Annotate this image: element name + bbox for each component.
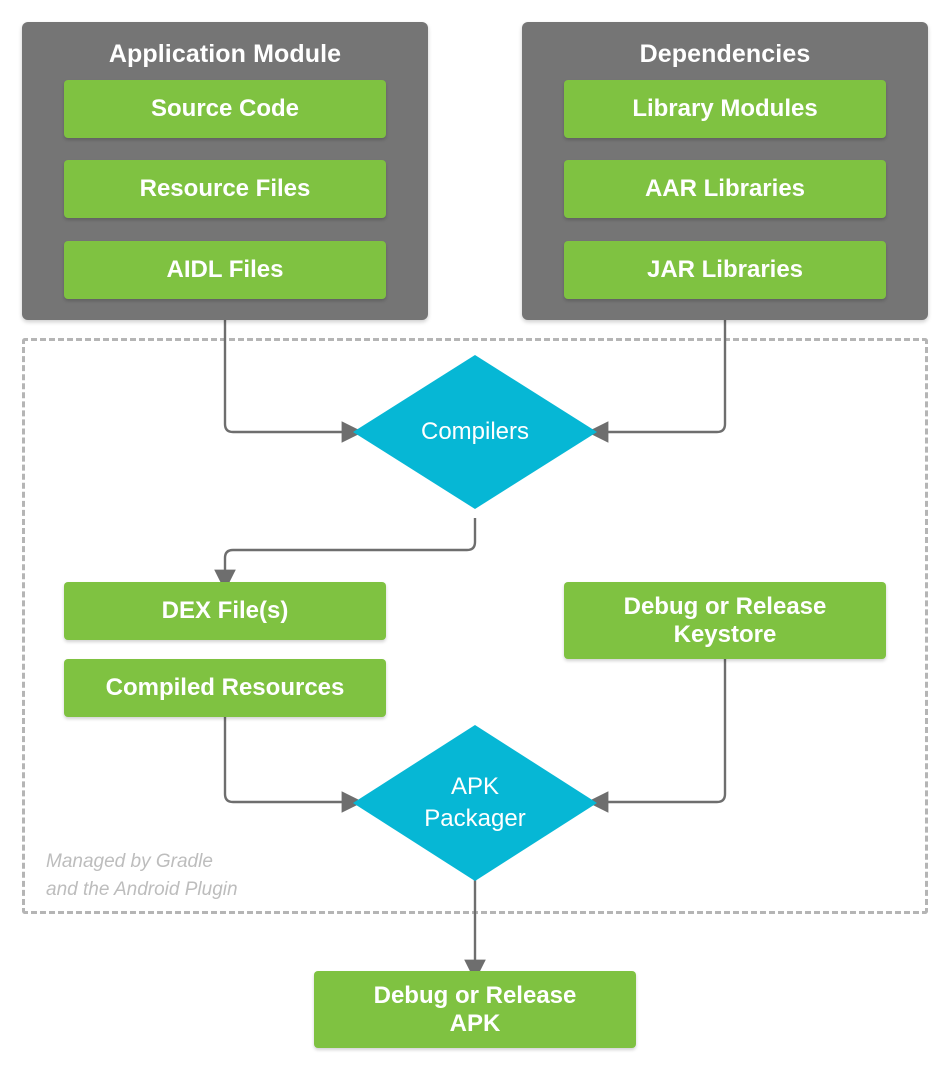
compilers-label: Compilers — [420, 417, 530, 445]
item-source-code[interactable]: Source Code — [64, 80, 386, 138]
item-resource-files[interactable]: Resource Files — [64, 160, 386, 218]
apk-packager-label: APK Packager — [424, 772, 526, 832]
group-dependencies-title: Dependencies — [639, 40, 811, 68]
artifact-output-apk[interactable]: Debug or Release APK — [314, 971, 636, 1048]
item-library-modules[interactable]: Library Modules — [564, 80, 886, 138]
artifact-compiled-resources[interactable]: Compiled Resources — [64, 659, 386, 717]
artifact-dex-files[interactable]: DEX File(s) — [64, 582, 386, 640]
managed-by-gradle-caption: Managed by Gradle and the Android Plugin — [46, 851, 238, 900]
item-aidl-files[interactable]: AIDL Files — [64, 241, 386, 299]
artifact-keystore[interactable]: Debug or Release Keystore — [564, 582, 886, 659]
process-compilers[interactable]: Compilers — [353, 355, 597, 509]
process-apk-packager[interactable]: APK Packager — [353, 725, 597, 881]
item-aar-libraries[interactable]: AAR Libraries — [564, 160, 886, 218]
item-jar-libraries[interactable]: JAR Libraries — [564, 241, 886, 299]
group-application-module-title: Application Module — [108, 40, 342, 68]
